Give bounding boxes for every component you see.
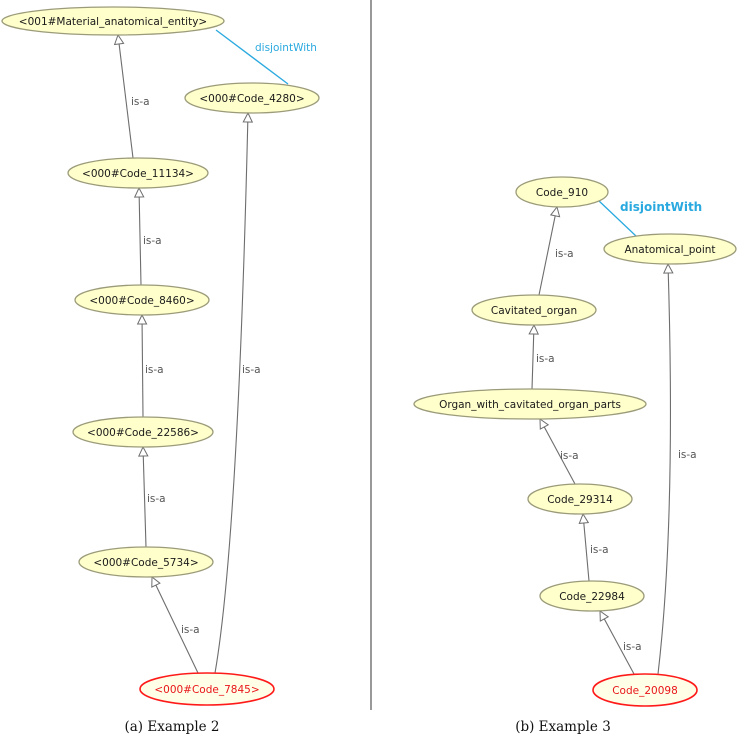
is-a-label: is-a xyxy=(590,544,609,556)
is-a-label: is-a xyxy=(623,641,642,653)
is-a-edge xyxy=(599,610,635,675)
class-node-label: Code_22984 xyxy=(559,591,625,603)
is-a-arrow-head xyxy=(133,186,145,198)
nodes-layer: <001#Material_anatomical_entity> <000#Cod… xyxy=(1,6,737,707)
class-node-ellipse xyxy=(74,284,210,316)
caption-example-2: (a) Example 2 xyxy=(124,719,219,735)
disjoint-label: disjointWith xyxy=(620,200,702,214)
is-a-arrow-head xyxy=(663,262,674,274)
is-a-edge xyxy=(117,34,134,159)
is-a-arrow-head xyxy=(599,610,610,622)
class-node-label: Organ_with_cavitated_organ_parts xyxy=(439,399,621,411)
is-a-edge xyxy=(141,314,144,418)
is-a-label: is-a xyxy=(560,450,579,462)
is-a-edge xyxy=(582,513,590,582)
is-a-arrow-head xyxy=(138,445,149,457)
is-a-edge xyxy=(531,324,535,390)
class-node-ellipse xyxy=(1,6,225,36)
is-a-edge xyxy=(151,576,199,674)
class-node[interactable]: Code_22984 xyxy=(539,580,645,612)
class-node-label: <000#Code_4280> xyxy=(199,93,304,105)
class-node-label: <000#Code_5734> xyxy=(93,557,198,569)
class-node-label: Code_910 xyxy=(536,187,588,199)
caption-example-3: (b) Example 3 xyxy=(515,719,611,735)
class-node[interactable]: <000#Code_22586> xyxy=(72,416,214,448)
class-node-ellipse xyxy=(184,82,320,114)
class-node[interactable]: Code_910 xyxy=(515,176,609,208)
class-node-label: <000#Code_22586> xyxy=(87,427,199,439)
class-node-label: <000#Code_8460> xyxy=(89,295,194,307)
is-a-arrow-head xyxy=(578,512,590,524)
disjoint-edge xyxy=(215,29,289,85)
class-node-label: <000#Code_11134> xyxy=(82,168,194,180)
is-a-edge xyxy=(538,206,558,296)
class-node-ellipse xyxy=(139,672,275,706)
is-a-arrow-head xyxy=(549,205,561,218)
is-a-arrow-head xyxy=(113,33,125,46)
class-node[interactable]: <000#Code_5734> xyxy=(78,546,214,578)
is-a-label: is-a xyxy=(131,96,150,108)
class-node[interactable]: Cavitated_organ xyxy=(471,294,597,326)
class-node[interactable]: <000#Code_7845> xyxy=(139,672,275,706)
is-a-arrow-head xyxy=(539,418,550,430)
class-node[interactable]: <000#Code_8460> xyxy=(74,284,210,316)
class-node[interactable]: Code_20098 xyxy=(592,673,698,707)
class-node[interactable]: <001#Material_anatomical_entity> xyxy=(1,6,225,36)
is-a-arrow-head xyxy=(151,575,161,588)
is-a-label: is-a xyxy=(147,493,166,505)
class-node-ellipse xyxy=(515,176,609,208)
edges-layer: is-a is-a is-a is-a is-a is-a disjointWith is-a… xyxy=(113,29,702,675)
class-node-ellipse xyxy=(471,294,597,326)
class-node-ellipse xyxy=(413,388,647,420)
class-node-ellipse xyxy=(539,580,645,612)
class-node-ellipse xyxy=(603,233,737,265)
class-node-label: Anatomical_point xyxy=(624,244,715,256)
class-node[interactable]: Anatomical_point xyxy=(603,233,737,265)
class-node-ellipse xyxy=(67,157,209,189)
is-a-label: is-a xyxy=(143,235,162,247)
is-a-label: is-a xyxy=(242,364,261,376)
class-node[interactable]: <000#Code_4280> xyxy=(184,82,320,114)
class-node-ellipse xyxy=(72,416,214,448)
is-a-label: is-a xyxy=(678,449,697,461)
disjoint-label: disjointWith xyxy=(255,42,317,54)
is-a-label: is-a xyxy=(145,364,164,376)
is-a-edge xyxy=(539,418,576,485)
is-a-label: is-a xyxy=(555,248,574,260)
class-node-ellipse xyxy=(592,673,698,707)
disjoint-edge xyxy=(597,199,637,237)
class-node-ellipse xyxy=(527,483,633,515)
class-node-ellipse xyxy=(78,546,214,578)
class-node[interactable]: Code_29314 xyxy=(527,483,633,515)
is-a-edge xyxy=(657,263,671,675)
class-node-label: Cavitated_organ xyxy=(491,305,577,317)
class-node[interactable]: <000#Code_11134> xyxy=(67,157,209,189)
class-node-label: Code_20098 xyxy=(612,685,678,697)
is-a-edge xyxy=(214,112,249,674)
class-node-label: <001#Material_anatomical_entity> xyxy=(19,16,207,28)
is-a-edge xyxy=(142,446,147,548)
class-node[interactable]: Organ_with_cavitated_organ_parts xyxy=(413,388,647,420)
is-a-edge xyxy=(138,187,142,286)
is-a-arrow-head xyxy=(528,323,539,335)
class-node-label: <000#Code_7845> xyxy=(154,684,259,696)
is-a-label: is-a xyxy=(536,353,555,365)
is-a-label: is-a xyxy=(181,624,200,636)
class-node-label: Code_29314 xyxy=(547,494,613,506)
is-a-arrow-head xyxy=(136,313,148,325)
is-a-arrow-head xyxy=(242,111,254,123)
